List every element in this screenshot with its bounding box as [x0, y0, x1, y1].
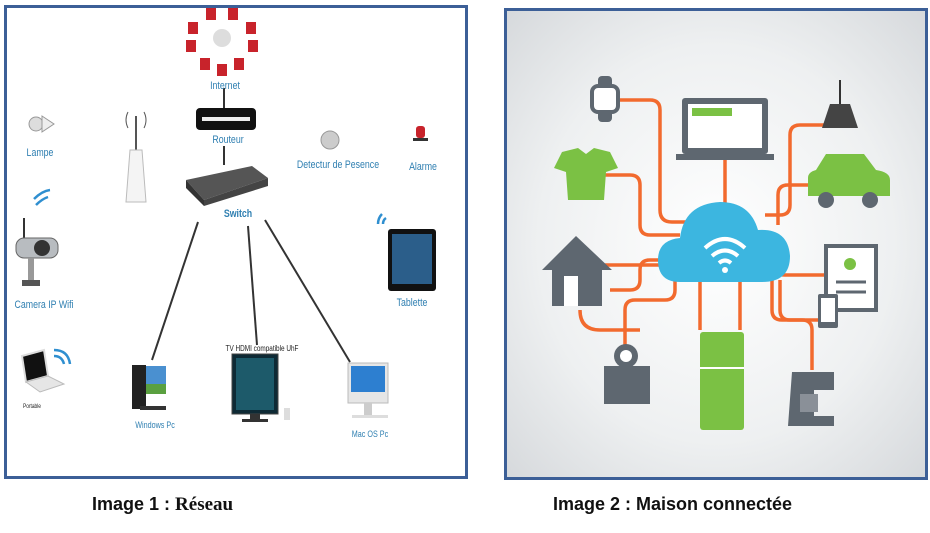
switch-icon — [186, 166, 268, 206]
mixer-icon — [788, 372, 834, 426]
wifi-antenna-icon — [125, 111, 147, 203]
ip-camera-icon — [15, 218, 59, 286]
internet-servers-icon — [186, 8, 258, 76]
tablet-icon — [388, 229, 436, 291]
laptop-icon — [676, 98, 774, 160]
wifi-icon — [33, 188, 387, 365]
caption-image-1: Image 1 : Réseau — [92, 494, 233, 516]
detector-label: Detectur de Pesence — [296, 159, 380, 171]
alarm-icon — [413, 126, 428, 141]
scale-icon — [604, 344, 650, 404]
tv-label: TV HDMI compatible UhF — [225, 344, 299, 353]
caption-image-1-title: Réseau — [175, 494, 234, 515]
internet-label: Internet — [210, 80, 240, 92]
tablet-label: Tablette — [396, 297, 428, 309]
mac-pc-icon — [347, 362, 389, 418]
alarm-label: Alarme — [409, 161, 437, 173]
tshirt-icon — [554, 148, 618, 200]
mac-label: Mac OS Pc — [351, 429, 389, 439]
caption-image-1-prefix: Image 1 : — [92, 494, 171, 514]
lamp-icon — [28, 115, 55, 133]
cables — [151, 88, 351, 363]
router-label: Routeur — [212, 134, 244, 146]
laptop-icon — [20, 348, 66, 393]
router-icon — [196, 108, 256, 130]
presence-detector-icon — [320, 130, 340, 150]
cloud-wifi-icon — [658, 202, 790, 282]
windows-label: Windows Pc — [135, 420, 175, 430]
house-icon — [542, 236, 612, 306]
laptop-label: Portable — [23, 404, 41, 410]
switch-label: Switch — [223, 208, 253, 220]
caption-image-2: Image 2 : Maison connectée — [553, 494, 793, 514]
lamp-label: Lampe — [26, 147, 54, 159]
ceiling-lamp-icon — [822, 80, 858, 128]
connection-wires — [578, 98, 840, 370]
car-icon — [808, 154, 890, 208]
tv-icon — [231, 353, 290, 422]
fridge-icon — [700, 332, 744, 430]
camera-label: Camera IP Wifi — [14, 299, 74, 311]
tablet-icon — [818, 294, 838, 328]
smartwatch-icon — [590, 76, 620, 122]
windows-pc-icon — [132, 365, 166, 410]
